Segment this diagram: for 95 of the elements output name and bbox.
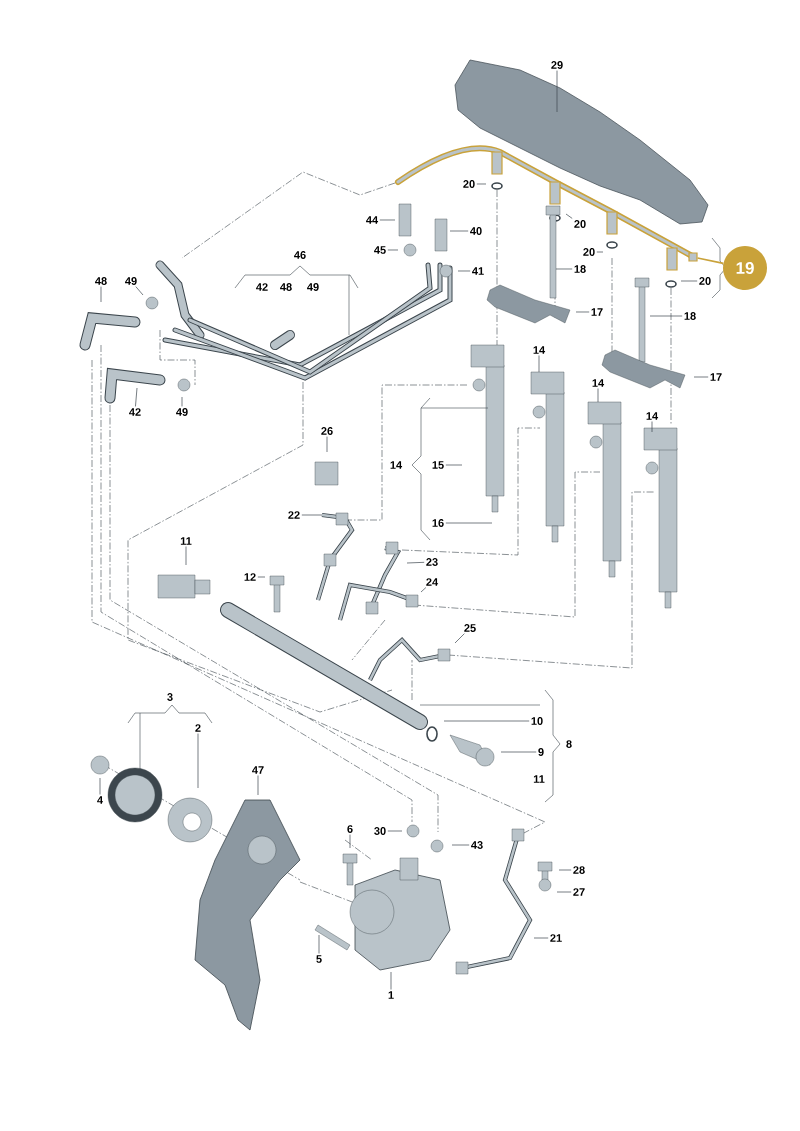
leader-line xyxy=(445,464,463,466)
callout-number: 20 xyxy=(463,180,475,188)
leader-line xyxy=(556,70,558,113)
leader-line xyxy=(379,219,396,221)
callout-number: 49 xyxy=(307,283,319,291)
leader-line xyxy=(387,249,399,251)
callout-number: 30 xyxy=(374,827,386,835)
callout-number: 4 xyxy=(97,796,103,804)
callout-number: 20 xyxy=(574,220,586,228)
callout-number: 48 xyxy=(95,277,107,285)
callout-number: 16 xyxy=(432,519,444,527)
callout-number: 27 xyxy=(573,888,585,896)
leader-line xyxy=(445,522,493,524)
leader-line xyxy=(476,183,487,185)
leader-line xyxy=(556,891,572,893)
leader-line xyxy=(301,514,323,516)
callout-number: 28 xyxy=(573,866,585,874)
callout-number: 14 xyxy=(390,461,403,469)
leader-line xyxy=(649,315,683,317)
callout-number: 48 xyxy=(280,283,292,291)
callout-number: 12 xyxy=(244,573,256,581)
callout-number: 22 xyxy=(288,511,300,519)
callout-number: 5 xyxy=(316,955,322,963)
leader-line xyxy=(454,633,465,644)
callout-number: 23 xyxy=(426,558,438,566)
leader-line xyxy=(596,251,604,253)
callout-number: 25 xyxy=(464,624,476,632)
callout-number: 17 xyxy=(591,308,603,316)
leader-line xyxy=(651,421,653,433)
leader-line xyxy=(693,376,709,378)
callout-number: 10 xyxy=(531,717,543,725)
leader-line xyxy=(538,355,540,373)
callout-number: 40 xyxy=(470,227,482,235)
callout-number: 14 xyxy=(533,346,546,354)
callout-number: 18 xyxy=(574,265,586,273)
leader-line xyxy=(318,934,320,954)
leader-line xyxy=(257,775,259,796)
leader-line xyxy=(565,213,573,219)
callout-number: 14 xyxy=(592,379,605,387)
leader-line xyxy=(135,387,138,407)
leader-line xyxy=(257,576,266,578)
callout-number: 20 xyxy=(583,248,595,256)
leader-line xyxy=(597,388,599,403)
leader-line xyxy=(533,937,549,939)
leader-line xyxy=(100,286,102,303)
rail-end-fitting xyxy=(688,252,698,262)
leader-line xyxy=(449,230,469,232)
leader-line xyxy=(181,396,183,407)
callout-number: 11 xyxy=(180,537,192,545)
leader-line xyxy=(696,257,725,265)
callout-number: 29 xyxy=(551,61,563,69)
leader-line xyxy=(326,436,328,453)
leader-line xyxy=(420,587,427,593)
callout-number: 9 xyxy=(538,748,544,756)
callout-number: 41 xyxy=(472,267,484,275)
callout-number: 3 xyxy=(167,693,173,701)
leader-line xyxy=(185,546,187,566)
callout-number: 43 xyxy=(471,841,483,849)
callout-number: 1 xyxy=(388,991,394,999)
leader-line xyxy=(99,777,101,795)
callout-number: 6 xyxy=(347,825,353,833)
callout-number: 26 xyxy=(321,427,333,435)
callout-number: 8 xyxy=(566,740,572,748)
callout-number: 42 xyxy=(129,408,141,416)
leader-line xyxy=(575,311,590,313)
callout-number: 18 xyxy=(684,312,696,320)
callout-number: 21 xyxy=(550,934,562,942)
leader-line xyxy=(558,869,572,871)
callout-number: 17 xyxy=(710,373,722,381)
leader-line xyxy=(387,830,403,832)
leader-line xyxy=(500,751,537,753)
leader-line xyxy=(349,834,351,849)
callout-number: 20 xyxy=(699,277,711,285)
leader-line xyxy=(457,270,471,272)
callout-badge: 19 xyxy=(723,246,767,290)
leader-line xyxy=(451,844,470,846)
callout-number: 15 xyxy=(432,461,444,469)
leader-line xyxy=(390,971,392,990)
callout-number: 14 xyxy=(646,412,659,420)
callout-number: 49 xyxy=(176,408,188,416)
leader-line xyxy=(443,720,530,722)
leader-line xyxy=(135,286,144,296)
callout-number: 11 xyxy=(533,775,545,783)
leader-line xyxy=(680,280,698,282)
leader-line xyxy=(555,268,573,270)
callout-number: 46 xyxy=(294,251,306,259)
callout-number: 45 xyxy=(374,246,386,254)
callout-number: 2 xyxy=(195,724,201,732)
callout-number: 24 xyxy=(426,578,439,586)
callout-number: 47 xyxy=(252,766,264,774)
callout-number: 44 xyxy=(366,216,379,224)
callout-number: 42 xyxy=(256,283,268,291)
leader-line xyxy=(406,561,425,564)
callout-number: 49 xyxy=(125,277,137,285)
leader-line xyxy=(197,733,199,789)
